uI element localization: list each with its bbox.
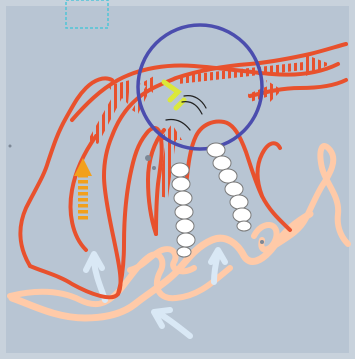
speck — [152, 166, 156, 170]
bead — [237, 221, 251, 231]
bead — [174, 191, 192, 205]
speck — [9, 145, 12, 148]
bead — [172, 177, 190, 191]
bead — [225, 182, 243, 196]
bead — [219, 169, 237, 183]
bead — [175, 205, 193, 219]
bead — [171, 163, 189, 177]
bead — [176, 219, 194, 233]
bead — [230, 195, 248, 209]
bead — [177, 247, 191, 257]
bead — [213, 156, 231, 170]
speck — [145, 155, 151, 161]
bead — [207, 143, 225, 157]
bead — [177, 233, 195, 247]
speck — [260, 240, 264, 244]
bead — [233, 208, 251, 222]
orange-arrow-shaft — [78, 176, 88, 222]
